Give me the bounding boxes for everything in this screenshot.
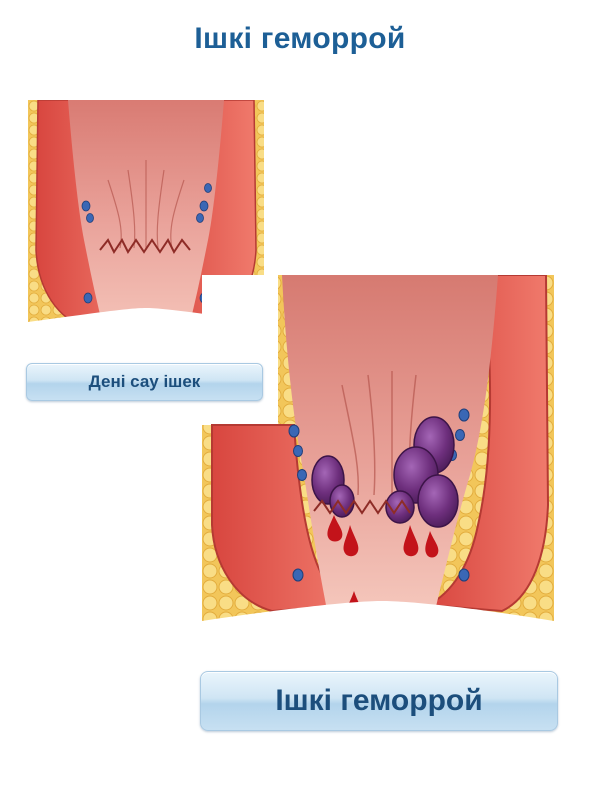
- page-title: Ішкі геморрой: [194, 22, 406, 55]
- dentate-line: [99, 238, 191, 254]
- healthy-rectum-drawing: [28, 100, 264, 338]
- skin-line: [202, 601, 554, 635]
- right-sphincter-muscle: [424, 275, 550, 613]
- internal-hemorrhoid-drawing: [202, 275, 554, 635]
- white-notch: [202, 275, 278, 425]
- internal-hemorrhoid-label: Ішкі геморрой: [200, 671, 558, 731]
- dentate-line: [313, 499, 411, 515]
- internal-hemorrhoid-illustration: [202, 275, 554, 635]
- healthy-rectum-label: Дені сау ішек: [26, 363, 263, 401]
- healthy-rectum-illustration: [28, 100, 264, 338]
- hemorrhoid-cluster-right: [385, 416, 459, 528]
